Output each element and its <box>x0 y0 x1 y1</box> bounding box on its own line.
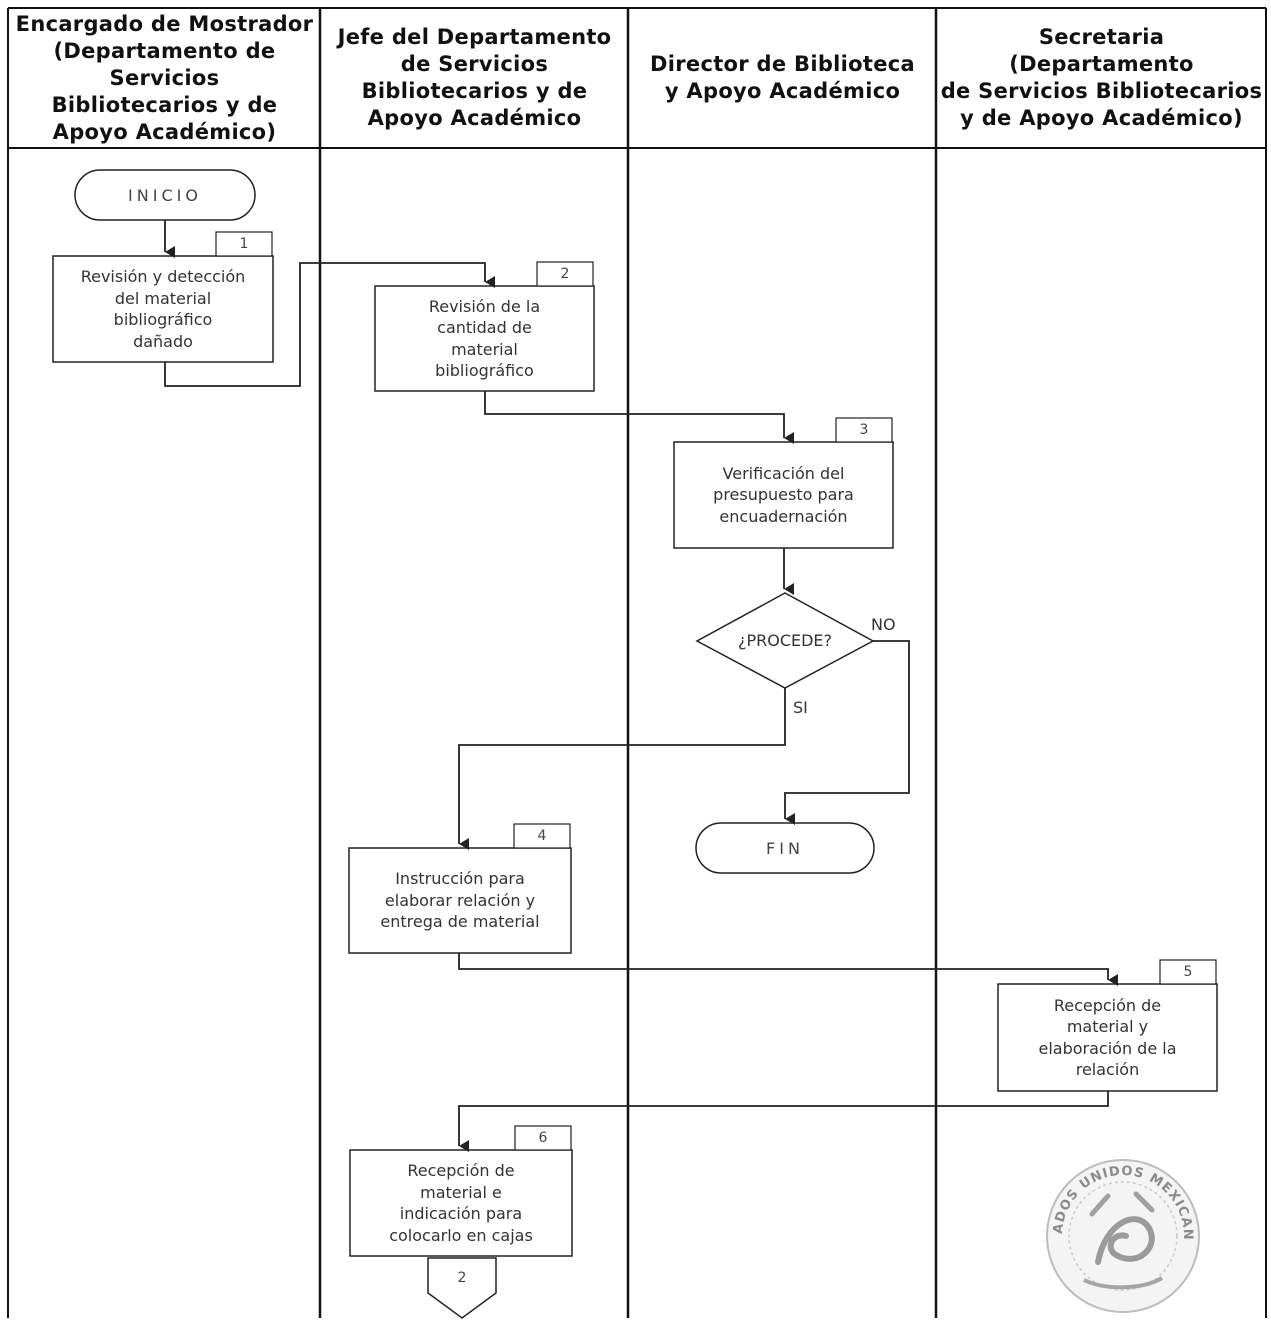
lane-header-encargado: Encargado de Mostrador (Departamento de … <box>9 8 320 148</box>
step-2-number: 2 <box>560 266 570 282</box>
lane-header-jefe: Jefe del Departamento de Servicios Bibli… <box>321 8 628 148</box>
step-5-box <box>997 983 1218 1092</box>
step-6-number-box <box>514 1125 572 1151</box>
step-1-number-box <box>215 231 273 257</box>
lane-header-secretaria-text: Secretaria (Departamento de Servicios Bi… <box>940 25 1263 130</box>
step-1-number: 1 <box>239 236 249 252</box>
step-4-number-box <box>513 823 571 849</box>
step-4-number: 4 <box>537 828 547 844</box>
flow-connectors <box>164 220 1118 1152</box>
step-4-text: Instrucción para elaborar relación y ent… <box>380 869 540 932</box>
end-label: FIN <box>766 838 804 858</box>
off-page-connector <box>427 1257 497 1319</box>
step-2-text: Revisión de la cantidad de material bibl… <box>428 296 541 381</box>
decision-question: ¿PROCEDE? <box>737 631 833 651</box>
step-6-text: Recepción de material e indicación para … <box>389 1161 533 1245</box>
lane-header-jefe-text: Jefe del Departamento de Servicios Bibli… <box>337 25 612 130</box>
step-6-number: 6 <box>538 1130 548 1146</box>
step-3-text: Verificación del presupuesto para encuad… <box>713 463 854 526</box>
lane-header-encargado-text: Encargado de Mostrador (Departamento de … <box>15 11 314 144</box>
step-2-number-box <box>536 261 594 287</box>
step-4-box <box>348 847 572 954</box>
decision-yes-label: SI <box>793 698 808 717</box>
step-3-number-box <box>835 417 893 443</box>
step-3-box <box>673 441 894 549</box>
step-6-box <box>349 1149 573 1257</box>
lane-header-secretaria: Secretaria (Departamento de Servicios Bi… <box>937 8 1266 148</box>
swimlane-grid <box>7 7 1267 1318</box>
step-5-number-box <box>1159 959 1217 985</box>
lane-header-director-text: Director de Biblioteca y Apoyo Académico <box>650 52 915 103</box>
off-page-connector-label: 2 <box>457 1270 467 1286</box>
step-3-number: 3 <box>859 422 869 438</box>
decision-no-label: NO <box>871 615 896 634</box>
step-1-text: Revisión y detección del material biblio… <box>80 267 246 351</box>
lane-header-director: Director de Biblioteca y Apoyo Académico <box>629 8 936 148</box>
step-1-box <box>52 255 274 363</box>
step-5-number: 5 <box>1183 964 1193 980</box>
step-5-text: Recepción de material y elaboración de l… <box>1038 995 1177 1080</box>
start-label: INICIO <box>128 185 202 205</box>
